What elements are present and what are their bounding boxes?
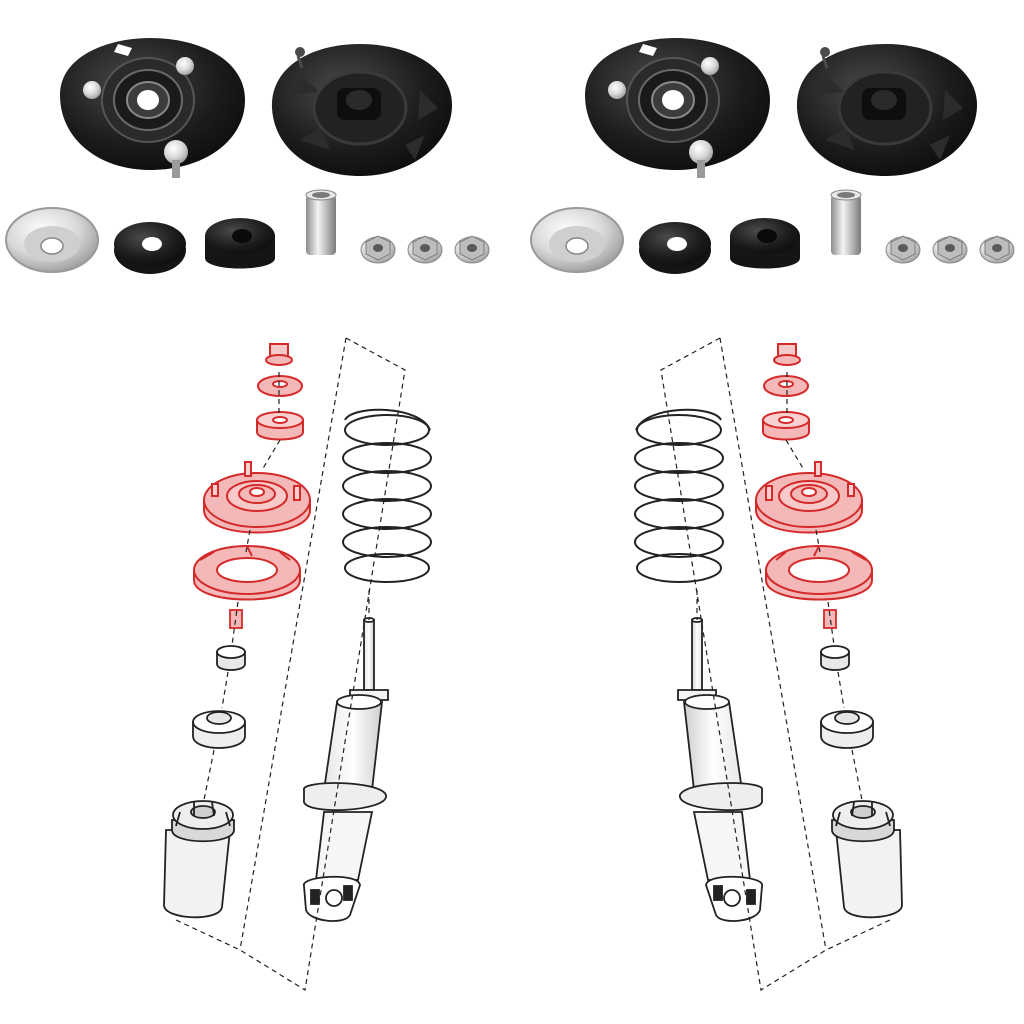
product-scene — [4, 36, 1016, 990]
